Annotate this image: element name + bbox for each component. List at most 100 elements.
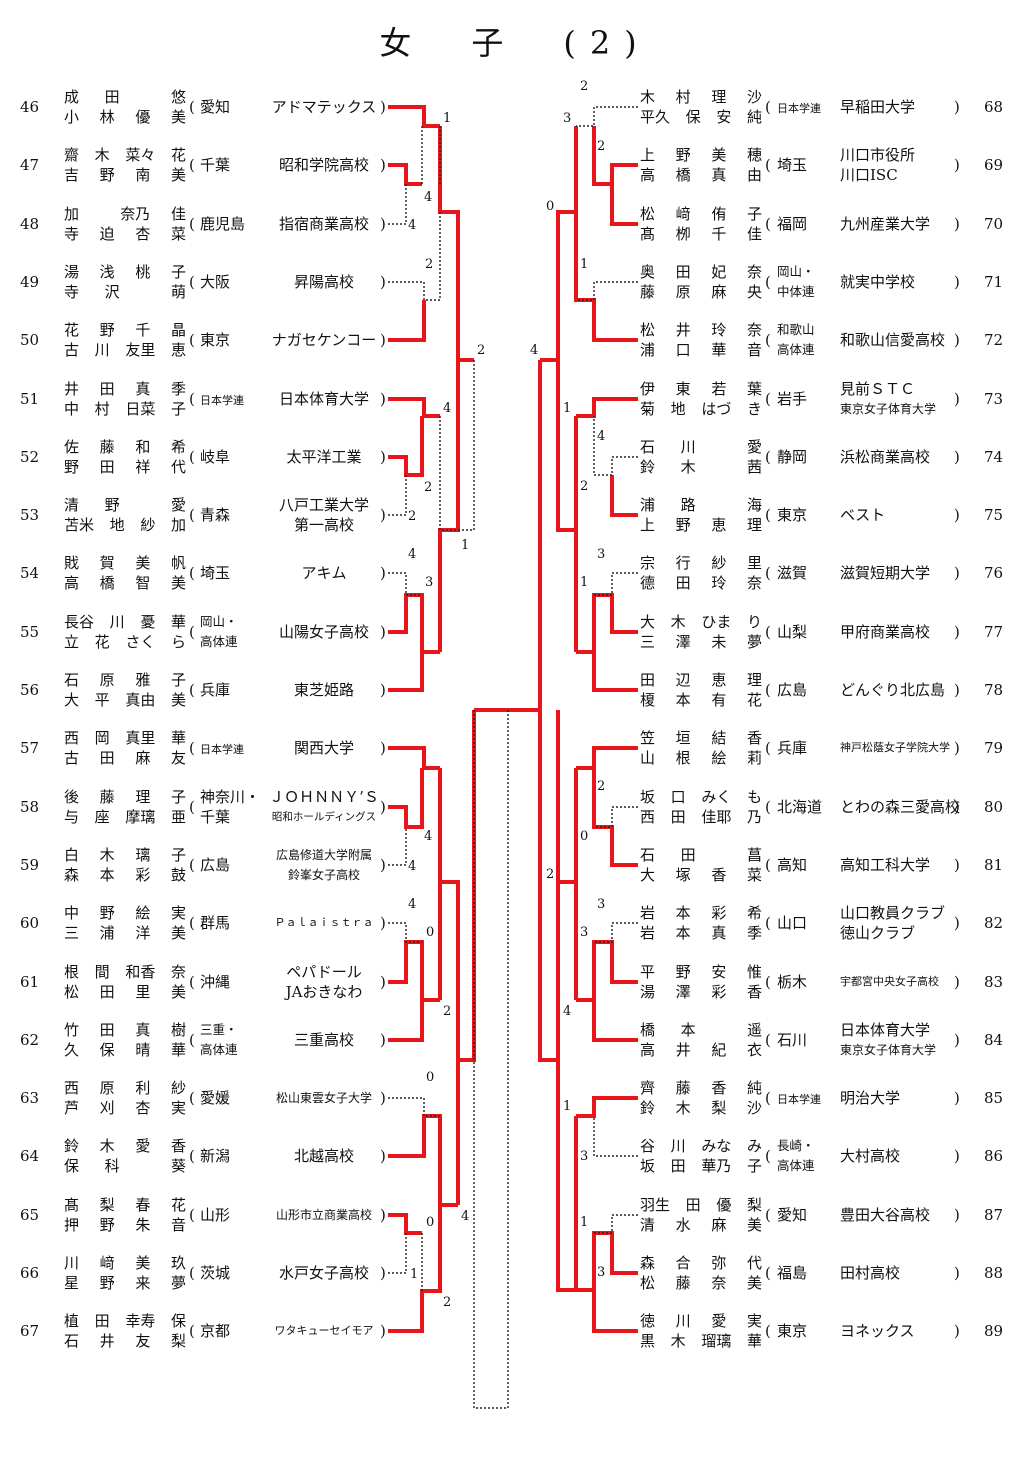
player-names: 西岡真里華古田麻友 xyxy=(64,728,186,768)
player-names: 井田真季中村日菜子 xyxy=(64,379,186,419)
player-names: 清野愛苫米地紗加 xyxy=(64,495,186,535)
name-part: 麻 xyxy=(135,749,151,767)
name-part: 夢 xyxy=(170,1274,186,1292)
name-part: 高 xyxy=(640,166,656,184)
entry-number: 66 xyxy=(20,1264,40,1282)
name-part: 山 xyxy=(640,749,656,767)
game-score: 3 xyxy=(425,575,433,590)
name-part: 夢 xyxy=(746,633,762,651)
name-part: 間 xyxy=(94,963,110,981)
player-names: 白木璃子森本彩鼓 xyxy=(64,845,186,885)
team-name: 和歌山信愛高校 xyxy=(840,330,960,350)
name-part: 井 xyxy=(64,380,80,398)
player-name: 古田麻友 xyxy=(64,748,186,768)
name-part: 本 xyxy=(675,924,691,942)
entry-number: 50 xyxy=(20,331,40,349)
bracket-line xyxy=(388,1233,407,1274)
name-part: 平久 xyxy=(640,108,671,126)
player-name: 鈴木梨沙 xyxy=(640,1098,762,1118)
name-part: 子 xyxy=(170,671,186,689)
name-part: 德 xyxy=(640,574,656,592)
bracket-line xyxy=(388,212,441,301)
name-part: 理 xyxy=(135,788,151,806)
name-part: 宗 xyxy=(640,554,656,572)
name-part: 大 xyxy=(640,613,656,631)
name-part: 木 xyxy=(680,458,696,476)
player-names: 上野美穂高橋真由 xyxy=(640,145,762,185)
name-part: 華 xyxy=(746,1332,762,1350)
name-part: 川 xyxy=(64,1254,80,1272)
entry-number: 51 xyxy=(20,390,40,408)
close-paren: ) xyxy=(380,1031,386,1049)
bracket-line xyxy=(593,416,638,476)
team-name: 松山東雲女子大学 xyxy=(265,1088,383,1108)
game-score: 2 xyxy=(546,867,554,882)
open-paren: ( xyxy=(765,1031,771,1049)
winner-line xyxy=(576,1096,638,1118)
player-name: 石川愛 xyxy=(640,437,762,457)
player-name: 坂口みくも xyxy=(640,787,762,807)
name-part: 谷 xyxy=(640,1137,656,1155)
close-paren: ) xyxy=(954,798,960,816)
close-paren: ) xyxy=(380,156,386,174)
name-part: 奈 xyxy=(746,574,762,592)
name-part: 千 xyxy=(135,321,151,339)
player-names: 西原利紗芦刈杏実 xyxy=(64,1078,186,1118)
name-part: 沙 xyxy=(746,88,762,106)
winner-line xyxy=(388,1114,458,1207)
name-part: 芦 xyxy=(64,1099,80,1117)
name-part: 森 xyxy=(640,1254,656,1272)
entry-number: 83 xyxy=(984,973,1004,991)
team-line: 水戸女子高校 xyxy=(278,1264,369,1282)
name-part: 浦 xyxy=(99,924,115,942)
player-names: 佐藤和希野田祥代 xyxy=(64,437,186,477)
name-part: 香 xyxy=(711,866,727,884)
name-part: 香 xyxy=(170,1137,186,1155)
name-part: 合 xyxy=(675,1254,691,1272)
name-part: 美 xyxy=(170,166,186,184)
name-part: 根 xyxy=(675,749,691,767)
entry-number: 57 xyxy=(20,739,40,757)
name-part: 真 xyxy=(711,166,727,184)
name-part: 中 xyxy=(64,904,80,922)
entry-number: 85 xyxy=(984,1089,1004,1107)
open-paren: ( xyxy=(189,98,195,116)
close-paren: ) xyxy=(380,448,386,466)
name-part: 萌 xyxy=(170,283,186,301)
team-name: 豊田大谷高校 xyxy=(840,1205,960,1225)
player-name: 松藤奈美 xyxy=(640,1273,762,1293)
game-score: 2 xyxy=(580,479,588,494)
team-name: Ｐａｌａｉｓｔｒａ xyxy=(265,913,383,933)
name-part: 結 xyxy=(711,729,727,747)
player-name: 白木璃子 xyxy=(64,845,186,865)
bracket-line xyxy=(594,922,638,943)
name-part: 恵 xyxy=(711,516,727,534)
player-name: 久保晴華 xyxy=(64,1040,186,1060)
game-score: 1 xyxy=(580,575,588,590)
name-part: 奈 xyxy=(711,1274,727,1292)
bracket-line xyxy=(439,416,458,531)
team-name: 川口市役所川口ISC xyxy=(840,145,960,185)
close-paren: ) xyxy=(954,856,960,874)
close-paren: ) xyxy=(954,1031,960,1049)
name-part: 希 xyxy=(170,438,186,456)
name-part: 川 xyxy=(109,613,125,631)
player-name: 菊地はづき xyxy=(640,399,762,419)
name-part: 彩 xyxy=(711,904,727,922)
entry-number: 81 xyxy=(984,856,1004,874)
player-name: 岩本彩希 xyxy=(640,903,762,923)
player-names: 植田幸寿保石井友梨 xyxy=(64,1311,186,1351)
entry-number: 84 xyxy=(984,1031,1004,1049)
name-part: 清 xyxy=(640,1216,656,1234)
team-line: 大村高校 xyxy=(840,1147,901,1165)
name-part: 美 xyxy=(170,574,186,592)
entry-number: 69 xyxy=(984,156,1004,174)
game-score: 2 xyxy=(597,779,605,794)
team-line: 川口ISC xyxy=(840,166,898,184)
